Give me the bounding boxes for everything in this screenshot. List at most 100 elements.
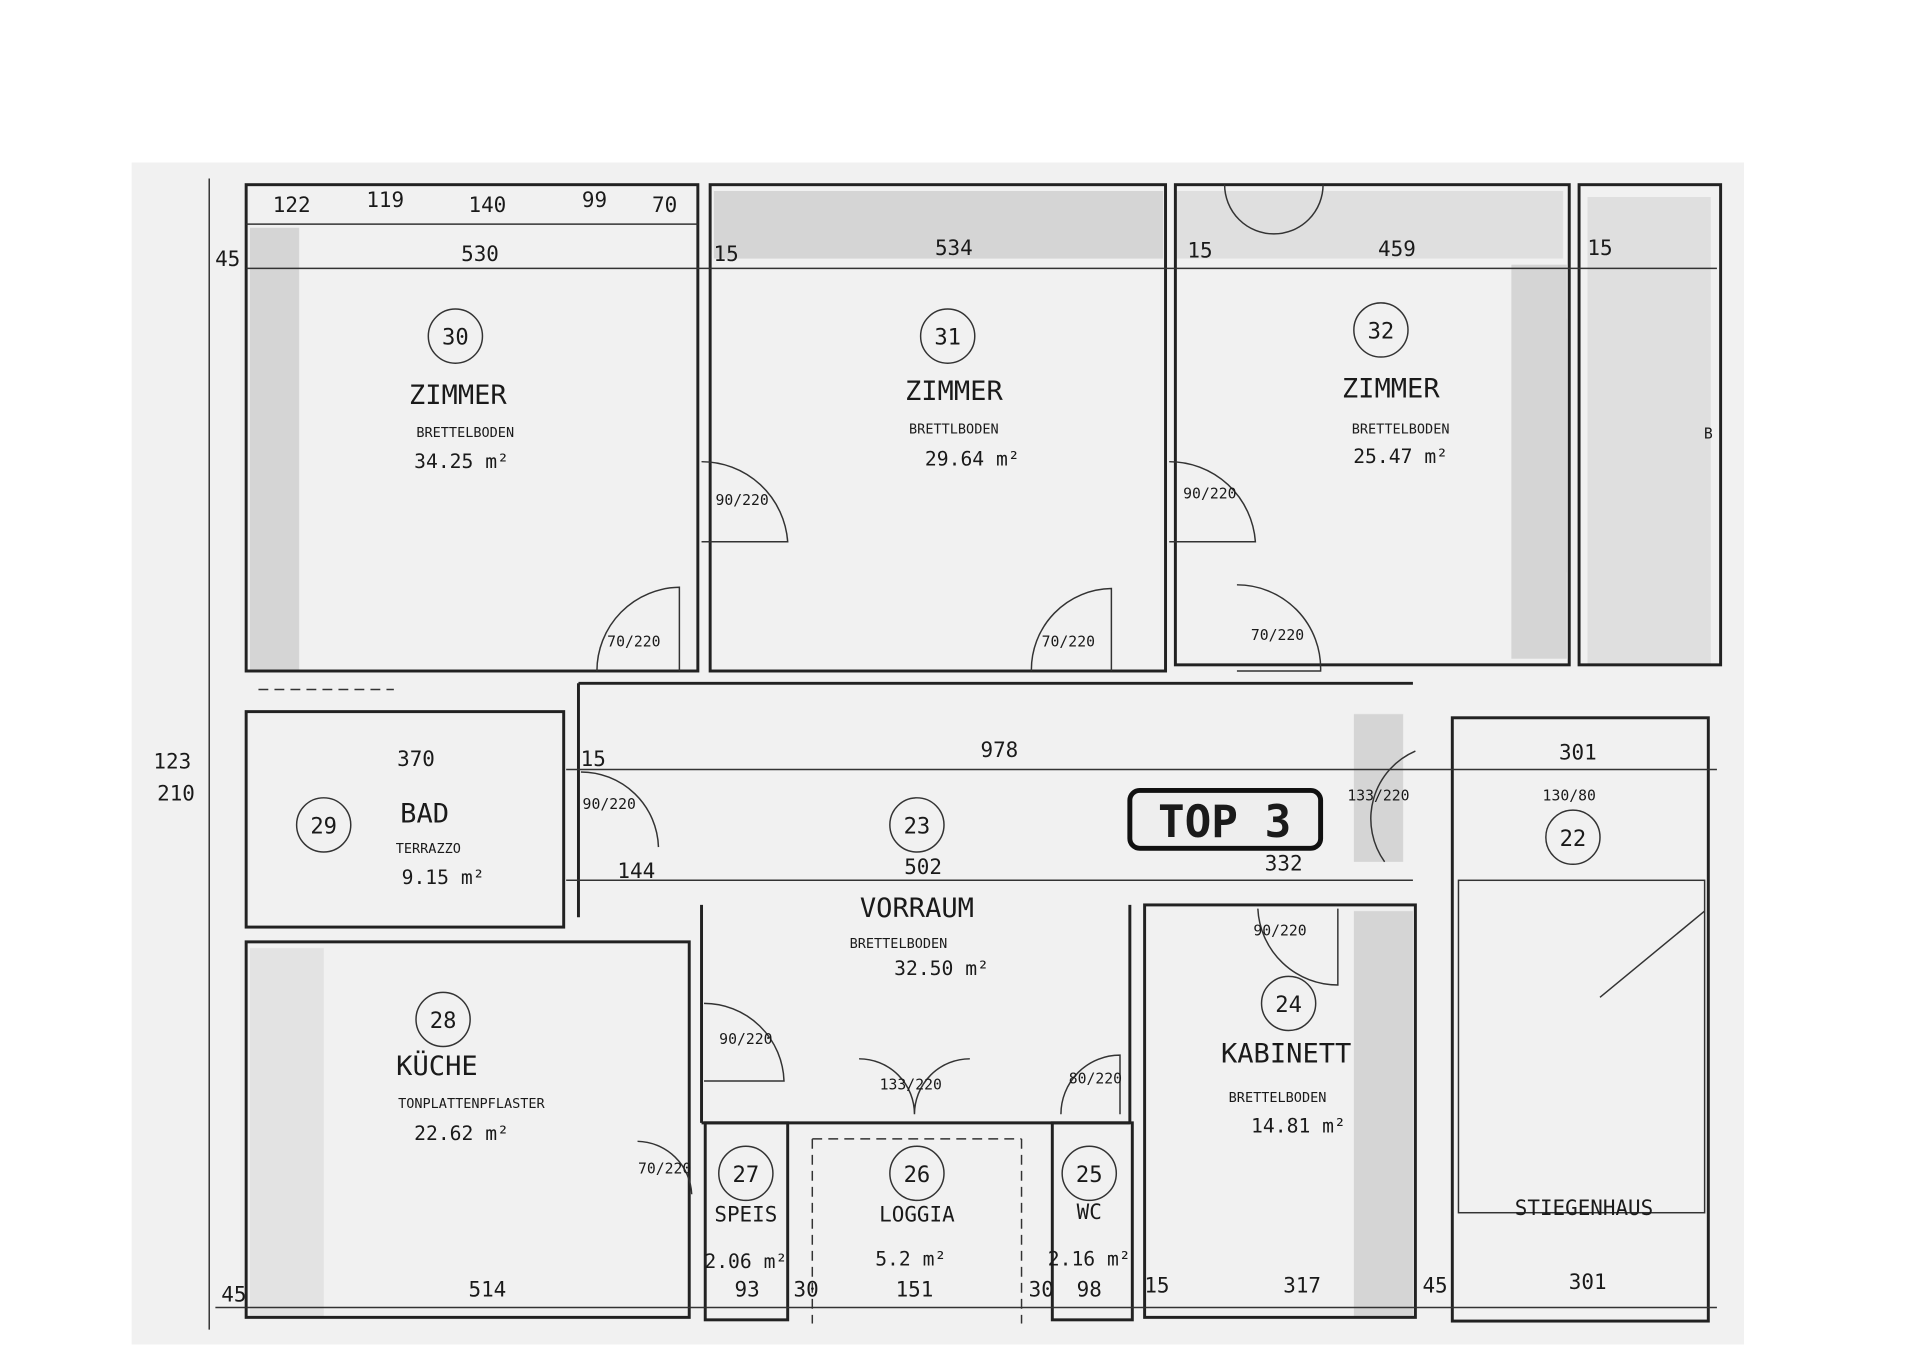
- dimension-label: 210: [157, 781, 195, 805]
- room-area: 22.62 m²: [414, 1122, 509, 1145]
- room-floor: BRETTELBODEN: [1229, 1090, 1327, 1106]
- room-number: 28: [430, 1008, 457, 1034]
- dimension-label: 123: [153, 749, 191, 773]
- top3-badge: TOP 3: [1127, 787, 1324, 851]
- door-size-label: 133/220: [1347, 787, 1409, 804]
- walls: [208, 178, 1723, 1330]
- door-size-label: 90/220: [1183, 486, 1236, 503]
- dimension-label: 514: [469, 1277, 507, 1301]
- room-number: 25: [1076, 1162, 1103, 1188]
- dimension-label: 317: [1283, 1274, 1321, 1298]
- room-name: STIEGENHAUS: [1515, 1196, 1653, 1220]
- door-size-label: 70/220: [1251, 627, 1304, 644]
- room-number-circle: [1545, 809, 1601, 866]
- door-size-label: 90/220: [583, 796, 636, 813]
- dimension-label: 301: [1569, 1270, 1607, 1294]
- dimension-label: 45: [221, 1282, 246, 1306]
- door-size-label: 80/220: [1069, 1070, 1122, 1087]
- dimension-label: 30: [794, 1277, 819, 1301]
- dimension-label: 15: [581, 747, 606, 771]
- dimension-label: 93: [734, 1277, 759, 1301]
- dimension-label: 140: [469, 193, 507, 217]
- door-swings: [580, 184, 1416, 1195]
- dimension-label: 30: [1029, 1277, 1054, 1301]
- room-name: WC: [1077, 1200, 1102, 1224]
- dimension-label: 332: [1265, 851, 1303, 875]
- room-floor: TERRAZZO: [396, 841, 461, 857]
- room-number-circle: [919, 308, 976, 364]
- dimension-label: 45: [1422, 1274, 1447, 1298]
- room-floor: TONPLATTENPFLASTER: [398, 1096, 545, 1112]
- room-29: 29 BAD TERRAZZO 9.15 m²: [295, 797, 485, 889]
- paper: [131, 162, 1745, 1345]
- room-number-circle: [295, 797, 352, 853]
- dimension-label: 978: [981, 738, 1019, 762]
- room-number-circle: [1061, 1145, 1118, 1202]
- room-name: BAD: [400, 798, 449, 829]
- dimension-label: 98: [1077, 1277, 1102, 1301]
- room-number-circle: [718, 1145, 774, 1202]
- room-name: ZIMMER: [409, 380, 507, 411]
- wall-shading: [249, 190, 1711, 1318]
- room-number-circle: [1353, 302, 1409, 358]
- dimension-label: 459: [1378, 237, 1416, 261]
- room-number: 22: [1560, 826, 1587, 852]
- room-number: 32: [1368, 319, 1395, 345]
- room-area: 32.50 m²: [894, 957, 989, 980]
- room-area: 25.47 m²: [1353, 445, 1448, 468]
- room-number: 27: [733, 1162, 760, 1188]
- door-size-label: 90/220: [719, 1031, 772, 1048]
- door-labels: 90/220 90/220 70/220 70/220 70/220 90/220 133/…: [583, 486, 1596, 1178]
- door-size-label: 90/220: [1253, 923, 1306, 940]
- door-size-label: 90/220: [715, 492, 768, 509]
- dimension-label: 15: [1187, 238, 1212, 262]
- room-area: 14.81 m²: [1251, 1115, 1346, 1138]
- room-area: 2.06 m²: [704, 1250, 787, 1273]
- room-floor: BRETTELBODEN: [1352, 421, 1450, 437]
- door-size-label: 70/220: [1042, 633, 1095, 650]
- room-number: 26: [904, 1162, 931, 1188]
- dimension-label: 119: [366, 188, 404, 212]
- dimension-label: 45: [215, 247, 240, 271]
- dimension-label: 370: [397, 747, 435, 771]
- room-number-circle: [427, 308, 484, 364]
- door-size-label: 130/80: [1543, 787, 1596, 804]
- door-size-label: 133/220: [880, 1077, 942, 1094]
- room-name: SPEIS: [714, 1202, 777, 1226]
- dimension-label: 122: [273, 193, 311, 217]
- room-area: 34.25 m²: [414, 450, 509, 473]
- room-area: 29.64 m²: [925, 447, 1020, 470]
- room-number: 29: [310, 814, 337, 840]
- room-number-circle: [889, 1145, 945, 1202]
- room-number: 31: [934, 325, 961, 351]
- door-size-label: 70/220: [607, 633, 660, 650]
- room-name: KABINETT: [1221, 1039, 1351, 1070]
- dimension-label: 530: [461, 242, 499, 266]
- room-number-circle: [415, 991, 471, 1048]
- door-size-label: 70/220: [638, 1160, 691, 1177]
- room-number: 23: [904, 814, 931, 840]
- room-name: KÜCHE: [396, 1050, 478, 1082]
- room-floor: BRETTLBODEN: [909, 421, 999, 437]
- room-area: 5.2 m²: [875, 1248, 946, 1271]
- room-name: VORRAUM: [860, 893, 974, 924]
- room-floor: BRETTELBODEN: [850, 936, 948, 952]
- dimension-label: 99: [582, 188, 607, 212]
- dimension-label: 15: [1144, 1274, 1169, 1298]
- dimension-label: 502: [904, 855, 942, 879]
- room-number: 30: [442, 325, 469, 351]
- room-number-circle: [1260, 975, 1317, 1032]
- room-area: 9.15 m²: [402, 866, 485, 889]
- dimension-label: 534: [935, 236, 973, 260]
